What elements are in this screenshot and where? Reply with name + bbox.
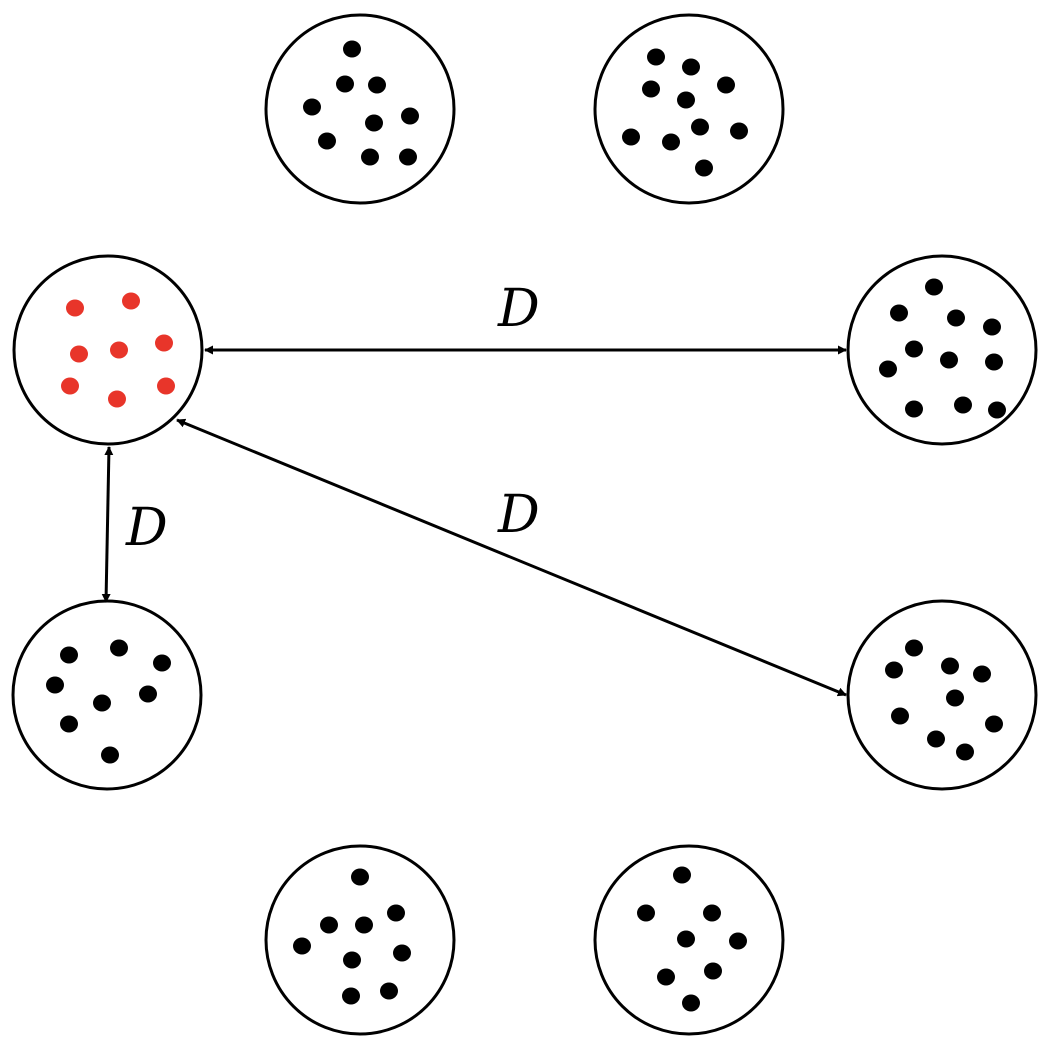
data-point	[717, 76, 735, 94]
cluster-lower-left	[11, 599, 203, 791]
cluster-top-left	[264, 13, 456, 205]
highlighted-data-point	[70, 345, 88, 363]
highlighted-data-point	[61, 377, 79, 395]
data-point	[637, 904, 655, 922]
data-point	[380, 982, 398, 1000]
data-point	[365, 114, 383, 132]
data-point	[925, 278, 943, 296]
data-point	[647, 48, 665, 66]
data-point	[985, 715, 1003, 733]
diagonal-distance-arrow	[176, 418, 847, 697]
vertical-distance-arrow	[101, 446, 114, 603]
data-point	[729, 932, 747, 950]
cluster-top-right	[593, 13, 785, 205]
data-point	[905, 340, 923, 358]
data-point	[293, 937, 311, 955]
diagonal-distance-label: D	[497, 485, 540, 545]
data-point	[342, 987, 360, 1005]
data-point	[399, 148, 417, 166]
data-point	[695, 159, 713, 177]
data-point	[46, 676, 64, 694]
data-point	[983, 318, 1001, 336]
cluster-boundary-circle	[846, 254, 1038, 446]
data-point	[954, 396, 972, 414]
data-point	[730, 122, 748, 140]
cluster-boundary-circle	[12, 254, 204, 446]
data-point	[60, 646, 78, 664]
data-point	[673, 866, 691, 884]
data-point	[704, 962, 722, 980]
cluster-boundary-circle	[593, 844, 785, 1036]
data-point	[368, 76, 386, 94]
highlighted-data-point	[110, 341, 128, 359]
data-point	[153, 654, 171, 672]
highlighted-data-point	[155, 334, 173, 352]
cluster-middle-left	[12, 254, 204, 446]
cluster-bottom-right	[593, 844, 785, 1036]
highlighted-data-point	[157, 377, 175, 395]
data-point	[101, 746, 119, 764]
data-point	[343, 40, 361, 58]
horizontal-distance-label: D	[497, 279, 540, 339]
data-point	[905, 400, 923, 418]
data-point	[885, 661, 903, 679]
highlighted-data-point	[122, 292, 140, 310]
data-point	[879, 360, 897, 378]
data-point	[361, 148, 379, 166]
data-point	[946, 689, 964, 707]
data-point	[677, 91, 695, 109]
data-point	[677, 930, 695, 948]
highlighted-data-point	[108, 390, 126, 408]
data-point	[657, 968, 675, 986]
cluster-boundary-circle	[264, 13, 456, 205]
data-point	[973, 665, 991, 683]
data-point	[393, 944, 411, 962]
data-point	[890, 304, 908, 322]
cluster-lower-right	[846, 599, 1038, 791]
data-point	[940, 351, 958, 369]
data-point	[941, 657, 959, 675]
data-point	[891, 707, 909, 725]
data-point	[947, 309, 965, 327]
data-point	[320, 916, 338, 934]
highlighted-data-point	[66, 299, 84, 317]
data-point	[343, 951, 361, 969]
data-point	[355, 916, 373, 934]
data-point	[927, 730, 945, 748]
data-point	[93, 694, 111, 712]
data-point	[336, 75, 354, 93]
data-point	[682, 994, 700, 1012]
data-point	[662, 133, 680, 151]
data-point	[401, 107, 419, 125]
data-point	[318, 132, 336, 150]
cluster-boundary-circle	[264, 844, 456, 1036]
data-point	[387, 904, 405, 922]
data-point	[139, 685, 157, 703]
data-point	[110, 639, 128, 657]
data-point	[691, 118, 709, 136]
data-point	[682, 58, 700, 76]
data-point	[622, 128, 640, 146]
cluster-bottom-left	[264, 844, 456, 1036]
data-point	[642, 80, 660, 98]
clusters	[11, 13, 1038, 1036]
data-point	[703, 904, 721, 922]
data-point	[60, 715, 78, 733]
data-point	[905, 639, 923, 657]
data-point	[956, 743, 974, 761]
data-point	[303, 98, 321, 116]
cluster-boundary-circle	[846, 599, 1038, 791]
data-point	[988, 401, 1006, 419]
data-point	[985, 353, 1003, 371]
cluster-boundary-circle	[593, 13, 785, 205]
cluster-middle-right	[846, 254, 1038, 446]
vertical-distance-label: D	[125, 498, 168, 558]
data-point	[351, 868, 369, 886]
